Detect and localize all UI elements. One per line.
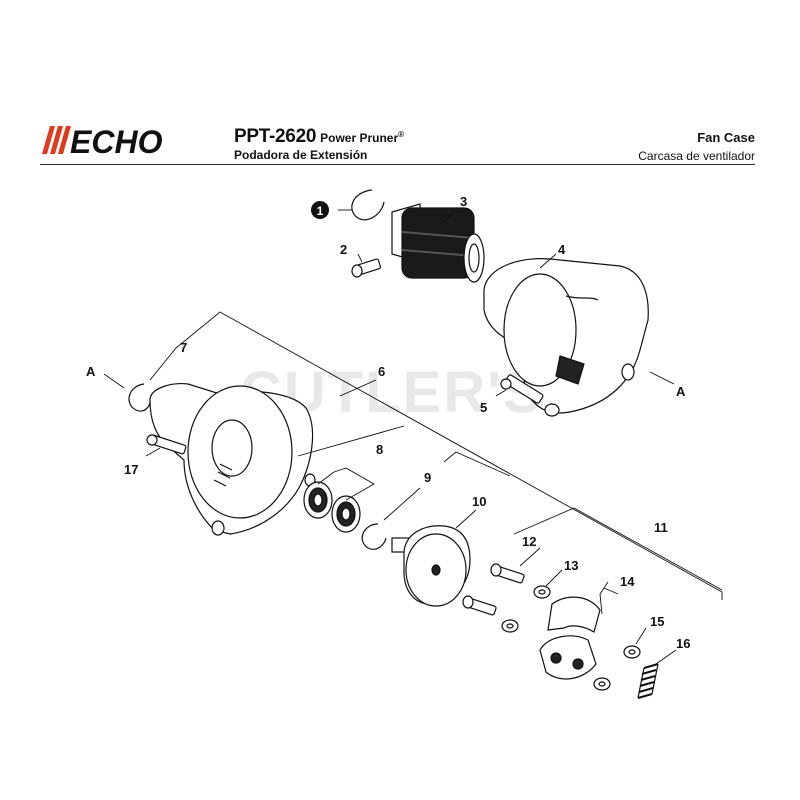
fan-case-6 [149, 383, 316, 536]
brand-name: ECHO [70, 124, 163, 156]
bolt-5 [500, 374, 544, 404]
section-title-es: Carcasa de ventilador [638, 149, 755, 163]
model-number: PPT-2620 [234, 126, 317, 147]
reference-mark-left: A [86, 364, 96, 379]
callout-16: 16 [676, 636, 690, 651]
callout-17: 17 [124, 462, 138, 477]
clutch-shoes-14 [539, 596, 601, 680]
callout-14: 14 [620, 574, 635, 589]
header-rule [40, 164, 755, 165]
model-description-es: Podadora de Extensión [234, 148, 368, 162]
echo-logo: ECHO [42, 124, 163, 156]
snap-ring-1 [351, 189, 385, 221]
registered-mark: ® [398, 130, 405, 139]
callout-1-circle [311, 201, 329, 219]
model-description: Power Pruner® [320, 130, 405, 145]
sleeve-part [391, 203, 485, 283]
callout-3: 3 [460, 194, 467, 209]
screw-2 [351, 258, 382, 278]
callout-2: 2 [340, 242, 347, 257]
callout-4: 4 [558, 242, 566, 257]
callout-12: 12 [522, 534, 536, 549]
callout-11: 11 [654, 520, 668, 535]
callout-6: 6 [378, 364, 385, 379]
fan-cover-4 [483, 258, 649, 417]
callout-7: 7 [180, 340, 187, 355]
clutch-drum-10 [391, 525, 471, 607]
snap-ring-7 [128, 383, 151, 412]
callout-9: 9 [424, 470, 431, 485]
callout-10: 10 [472, 494, 486, 509]
bolt-17 [146, 434, 187, 455]
callout-8: 8 [376, 442, 383, 457]
callout-5: 5 [480, 400, 487, 415]
callout-13: 13 [564, 558, 578, 573]
bearings-8 [303, 481, 361, 533]
washers-13 [501, 585, 551, 633]
reference-mark-right: A [676, 384, 686, 399]
callout-1: 1 [317, 204, 324, 218]
bolts-12 [462, 563, 525, 616]
section-title: Fan Case [697, 130, 755, 145]
callout-15: 15 [650, 614, 664, 629]
washers-15 [593, 645, 641, 691]
spring-16 [637, 663, 659, 699]
snap-ring-9 [361, 523, 387, 550]
